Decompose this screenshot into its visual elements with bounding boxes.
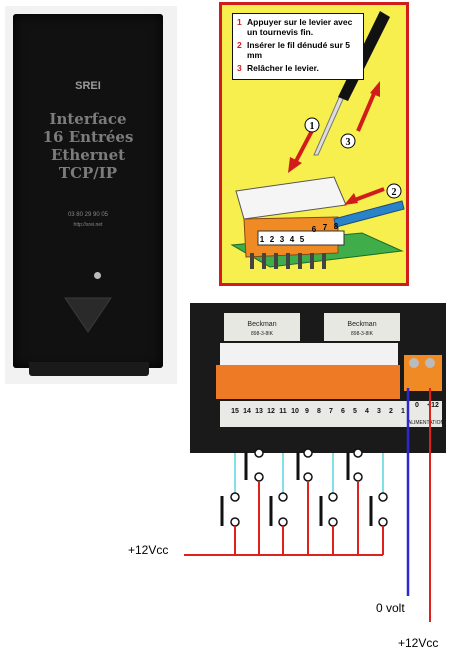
step-text: Appuyer sur le levier avec un tournevis …: [247, 17, 353, 37]
step-number: 2: [237, 40, 242, 50]
channel-label: 1: [401, 408, 405, 415]
arrow-down-icon: [64, 297, 112, 333]
callout-1: 1: [310, 121, 315, 132]
switch-lower: [220, 492, 240, 527]
terminal-number: 5: [300, 235, 305, 244]
supply-bus: [184, 481, 384, 556]
channel-label: 7: [329, 408, 333, 415]
device-brand: SREI: [75, 80, 101, 92]
instruction-steps: 1 Appuyer sur le levier avec un tournevi…: [232, 13, 364, 80]
channel-label: 10: [291, 408, 299, 415]
step-text: Insérer le fil dénudé sur 5 mm: [247, 40, 350, 60]
switch-upper: [296, 448, 313, 482]
device-title-line: Ethernet: [50, 146, 126, 164]
channel-label: 12: [267, 408, 275, 415]
terminal-number: 6: [312, 225, 317, 234]
device-url: http://srei.net: [73, 222, 103, 228]
relay-part: 898-3-8IK: [251, 331, 274, 337]
channel-label: 4: [365, 408, 369, 415]
callout-3: 3: [346, 137, 351, 148]
step-item: 1 Appuyer sur le levier avec un tournevi…: [237, 17, 359, 37]
device-phone: 03 80 29 90 05: [67, 212, 109, 218]
channel-label: 3: [377, 408, 381, 415]
terminal-number: 3: [280, 235, 285, 244]
supply-left-label: +12Vcc: [128, 543, 168, 557]
step-number: 1: [237, 17, 242, 27]
terminal-photo: Beckman Beckman 898-3-8IK 898-3-8IK 15 1…: [190, 303, 446, 453]
relay-brand: Beckman: [347, 321, 376, 328]
terminal-number: 4: [290, 235, 295, 244]
terminal-number: 7: [323, 223, 328, 232]
switch-upper: [244, 448, 264, 482]
step-item: 3 Relâcher le levier.: [237, 63, 359, 73]
device-case: SREI Interface 16 Entrées Ethernet TCP/I…: [13, 14, 163, 368]
channel-label: 6: [341, 408, 345, 415]
switch-lower: [269, 492, 288, 527]
device-foot: [29, 362, 149, 376]
step-item: 2 Insérer le fil dénudé sur 5 mm: [237, 40, 359, 60]
terminal-number: 1: [260, 235, 265, 244]
channel-label: 15: [231, 408, 239, 415]
relay-brand: Beckman: [247, 321, 276, 328]
switch-lower: [319, 492, 338, 527]
channel-label: 14: [243, 408, 251, 415]
power-terminal-label: 0: [415, 402, 419, 409]
channel-label: 5: [353, 408, 357, 415]
channel-label: 13: [255, 408, 263, 415]
relay-part: 898-3-8IK: [351, 331, 374, 337]
ground-label: 0 volt: [376, 601, 405, 615]
terminal-number: 8: [334, 222, 339, 231]
supply-bottom-label: +12Vcc: [398, 636, 438, 650]
terminal-pins: [250, 253, 326, 269]
channel-label: 9: [305, 408, 309, 415]
power-terminal-label: +12: [427, 402, 439, 409]
terminal-number: 2: [270, 235, 275, 244]
device-title-line: TCP/IP: [58, 164, 118, 182]
device-title-line: 16 Entrées: [42, 128, 134, 146]
screw-icon: [94, 272, 101, 279]
switch-lower: [369, 492, 388, 527]
device-photo: SREI Interface 16 Entrées Ethernet TCP/I…: [5, 6, 177, 384]
step-text: Relâcher le levier.: [247, 63, 319, 73]
power-label: ALIMENTATION: [408, 420, 445, 426]
channel-label: 11: [279, 408, 287, 415]
switch-upper: [346, 448, 363, 482]
channel-label: 2: [389, 408, 393, 415]
channel-label: 8: [317, 408, 321, 415]
callout-2: 2: [392, 187, 397, 198]
terminal-photo-drawing: Beckman Beckman 898-3-8IK 898-3-8IK 15 1…: [190, 303, 446, 453]
step-number: 3: [237, 63, 242, 73]
device-title: Interface 16 Entrées Ethernet TCP/IP: [13, 110, 163, 182]
device-title-line: Interface: [49, 110, 127, 128]
wiring-instructions: 1 2 3 1 2 3 4 5 6 7 8 1 Appuyer sur le l…: [219, 2, 409, 286]
